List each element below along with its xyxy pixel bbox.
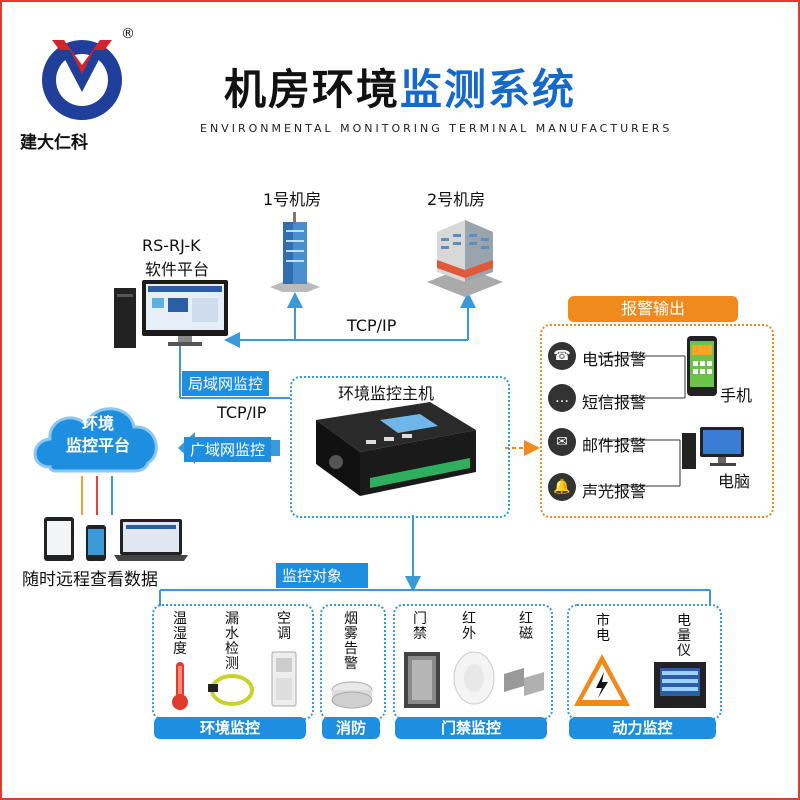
room1-label: 1号机房 <box>263 190 322 209</box>
magnetic-contact-icon <box>502 660 546 708</box>
remote-caption: 随时远程查看数据 <box>22 570 158 590</box>
title-black: 机房环境 <box>224 65 401 114</box>
lan-monitoring-tag: 局域网监控 <box>182 371 270 396</box>
room2-building-icon <box>425 212 505 301</box>
high-voltage-warning-icon <box>572 652 632 712</box>
item-smoke-alarm-label: 烟雾告警 <box>344 611 358 672</box>
device-pc-label: 电脑 <box>718 472 751 491</box>
host-box <box>290 376 510 518</box>
cloud-line2: 监控平台 <box>65 436 130 455</box>
power-group-label: 动力监控 <box>569 717 716 739</box>
page-title: 机房环境监测系统 <box>224 56 576 117</box>
room1-building-icon <box>265 212 325 297</box>
item-leak-detection-label: 漏水检测 <box>225 611 239 672</box>
page-subtitle: ENVIRONMENTAL MONITORING TERMINAL MANUFA… <box>200 122 673 135</box>
alarm-item-email: 邮件报警 <box>582 436 647 455</box>
item-power-meter-label: 电量仪 <box>677 613 691 659</box>
monitoring-host-device-icon <box>310 400 480 512</box>
email-alarm-icon: ✉ <box>548 428 576 456</box>
item-mains-power-label: 市电 <box>596 613 610 644</box>
phone-call-alarm-icon: ☎ <box>548 342 576 370</box>
infrared-sensor-icon <box>452 650 496 710</box>
smartphone-icon <box>686 335 718 401</box>
smoke-detector-icon <box>330 680 374 714</box>
device-phone-label: 手机 <box>720 386 753 405</box>
sms-alarm-icon: … <box>548 384 576 412</box>
item-temp-humidity-label: 温湿度 <box>173 611 187 657</box>
wan-monitoring-tag: 广域网监控 <box>184 437 272 462</box>
remote-devices-icon <box>40 515 190 569</box>
host-label: 环境监控主机 <box>338 384 435 403</box>
title-blue: 监测系统 <box>400 65 577 114</box>
cloud-platform-icon <box>30 395 165 484</box>
alarm-output-box <box>540 324 774 518</box>
item-aircon-label: 空调 <box>277 611 291 642</box>
item-infrared-label: 红外 <box>462 611 476 642</box>
software-subtitle: 软件平台 <box>145 260 210 279</box>
registered-mark: ® <box>121 26 135 42</box>
monitor-header: 监控对象 <box>276 563 368 588</box>
tcpip-mid-label: TCP/IP <box>217 403 267 422</box>
item-magnetic-label: 红磁 <box>519 611 533 642</box>
tcpip-top-label: TCP/IP <box>347 316 397 335</box>
leak-sensor-cable-icon <box>206 668 256 714</box>
alarm-output-header: 报警输出 <box>568 296 738 322</box>
room2-label: 2号机房 <box>427 190 486 209</box>
brand-name: 建大仁科 <box>20 133 88 153</box>
siren-alarm-icon: 🔔 <box>548 473 576 501</box>
cloud-line1: 环境 <box>81 414 114 433</box>
door-frame-icon <box>402 650 442 714</box>
env-group-label: 环境监控 <box>154 717 306 739</box>
software-name: RS-RJ-K <box>142 236 201 255</box>
door-group-label: 门禁监控 <box>395 717 547 739</box>
alarm-item-sms: 短信报警 <box>582 393 647 412</box>
desktop-pc-icon <box>680 425 746 474</box>
thermometer-icon <box>168 660 192 716</box>
fire-group-label: 消防 <box>322 717 380 739</box>
item-access-control-label: 门禁 <box>413 611 427 642</box>
pc-workstation-icon <box>112 276 232 355</box>
alarm-item-phone: 电话报警 <box>582 350 647 369</box>
alarm-item-siren: 声光报警 <box>582 482 647 501</box>
power-meter-icon <box>652 660 708 714</box>
brand-logo <box>30 20 140 129</box>
aircon-unit-icon <box>270 650 298 712</box>
